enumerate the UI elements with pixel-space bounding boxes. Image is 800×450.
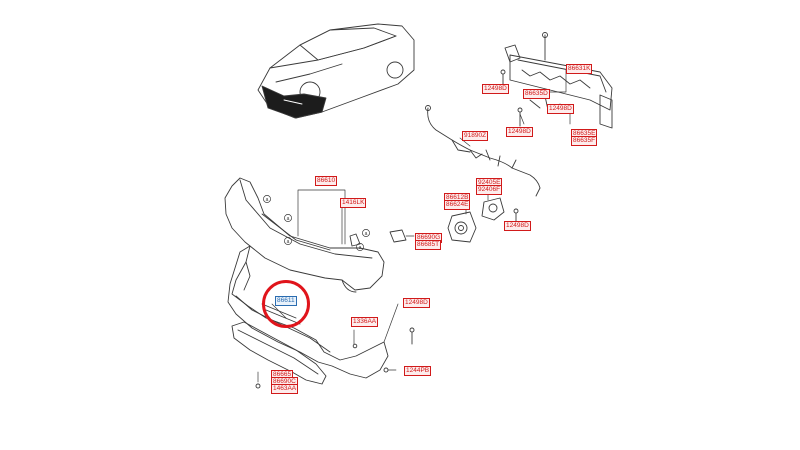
- part-label-1244PB: 1244PB: [404, 366, 432, 376]
- part-label-12498D: 12498D: [506, 127, 533, 137]
- part-label-1416LK: 1416LK: [340, 198, 367, 208]
- part-label-92406F: 92406F: [476, 185, 503, 195]
- part-label-86624E: 86624E: [444, 200, 471, 210]
- part-label-12498D: 12498D: [403, 298, 430, 308]
- callout-markers: [263, 195, 370, 251]
- highlight-circle: [262, 280, 310, 328]
- sensor-holders: [389, 197, 519, 243]
- marker-a-5: [356, 243, 364, 251]
- marker-a-3: [284, 237, 292, 245]
- part-label-86635F: 86635F: [571, 136, 598, 146]
- part-label-86685T: 86685T: [415, 240, 442, 250]
- part-label-86610: 86610: [315, 176, 338, 186]
- rear-bumper-upper-cover: [224, 177, 385, 293]
- marker-a-2-text: a: [287, 216, 290, 222]
- marker-a-5-text: a: [359, 245, 362, 251]
- part-label-1463AA: 1463AA: [271, 384, 299, 394]
- marker-a-3-text: a: [287, 239, 290, 245]
- part-label-1336AA: 1336AA: [351, 317, 379, 327]
- marker-a-4-text: a: [365, 231, 368, 237]
- marker-a-1: [263, 195, 271, 203]
- part-label-86631K: 86631K: [566, 64, 593, 74]
- marker-a-1-text: a: [266, 197, 269, 203]
- part-label-86635D: 86635D: [523, 89, 550, 99]
- part-label-12498D: 12498D: [482, 84, 509, 94]
- marker-a-2: [284, 214, 292, 222]
- rear-diffuser: [231, 321, 327, 385]
- bumper-beam-assembly: [500, 32, 613, 129]
- part-label-91890Z: 91890Z: [462, 131, 489, 141]
- part-label-12498D: 12498D: [547, 104, 574, 114]
- marker-a-4: [362, 229, 370, 237]
- part-label-12498D: 12498D: [504, 221, 531, 231]
- sensor-wiring-harness: [425, 105, 541, 197]
- car-overview-illustration: [257, 23, 415, 119]
